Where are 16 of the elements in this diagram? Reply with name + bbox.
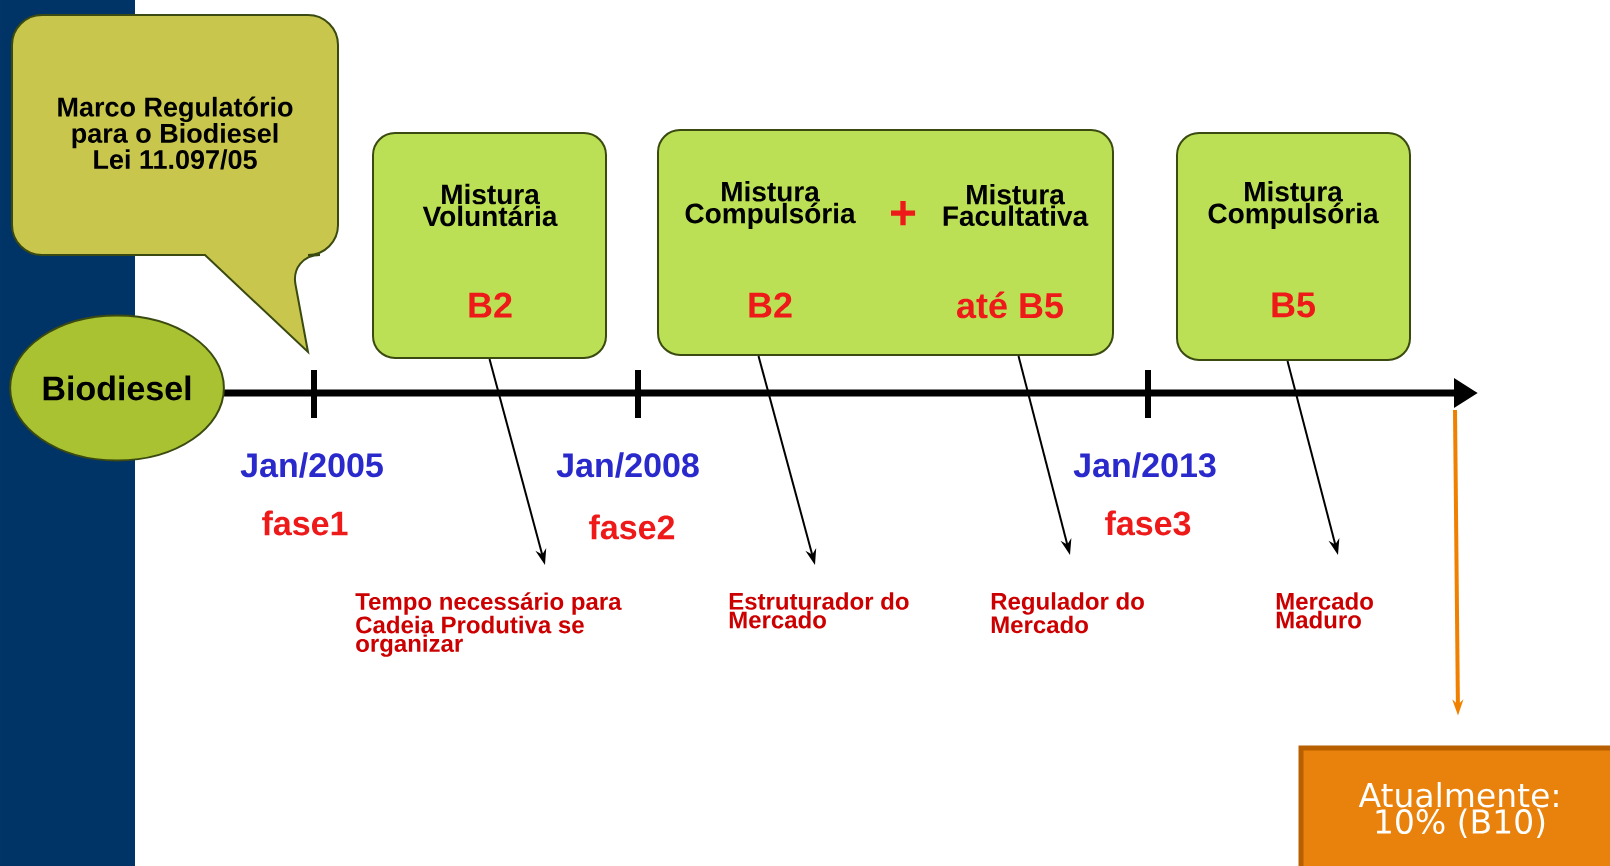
date-label: Jan/2008: [556, 452, 699, 478]
outcome-text: Mercado Maduro: [1276, 592, 1373, 629]
mixture-box: Mistura Voluntária B2: [372, 132, 607, 359]
date-label: Jan/2005: [240, 452, 383, 478]
outcome-text: Regulador do Mercado: [991, 592, 1144, 634]
outcome-text: Estruturador do Mercado: [729, 592, 909, 629]
phase-label: fase1: [262, 510, 348, 536]
outcome-text: Tempo necessário para Cadeia Produtiva se organizar: [355, 592, 622, 657]
speech-bubble: Marco Regulatório para o Biodiesel Lei 11.097/05: [11, 14, 339, 353]
ellipse-node: Biodiesel: [9, 314, 225, 462]
status-box: Atualmente: 10% (B10): [1298, 745, 1610, 866]
phase-label: fase3: [1105, 510, 1191, 536]
mixture-box: Mistura Compulsória B5: [1176, 132, 1411, 361]
mixture-box: Mistura Compulsória B2 + Mistura Facultativa até B5: [657, 129, 1114, 356]
phase-label: fase2: [589, 514, 675, 540]
date-label: Jan/2013: [1073, 452, 1216, 478]
